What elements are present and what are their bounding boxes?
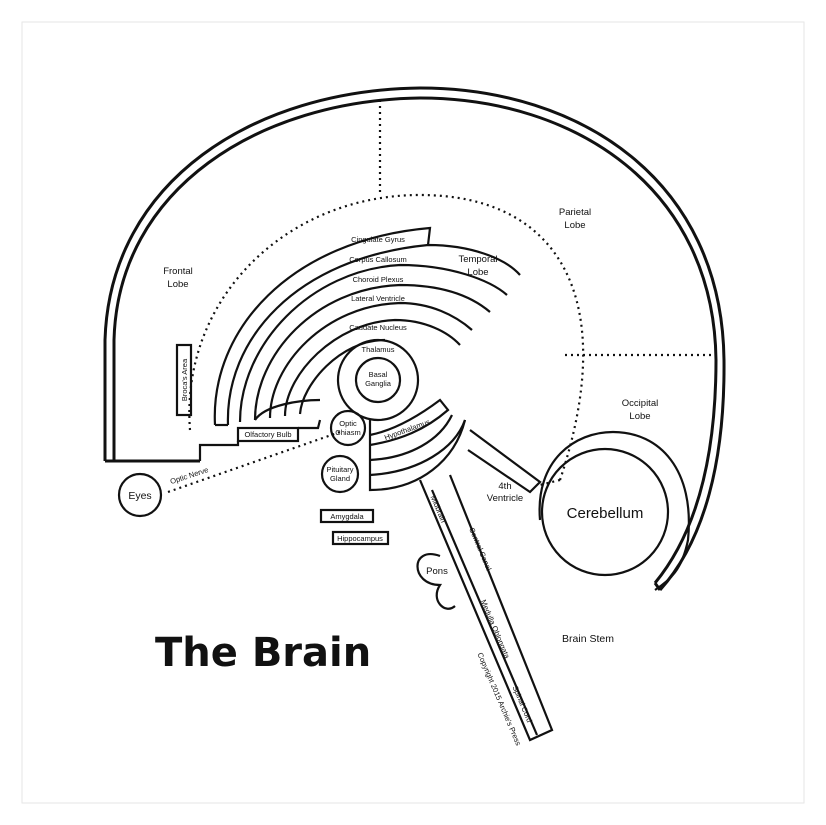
amygdala-label: Amygdala [330, 512, 364, 521]
olfactory-bulb-shape [198, 419, 322, 461]
pituitary-circle [320, 454, 360, 494]
skull-outline [103, 86, 726, 592]
pons-label: Pons [426, 566, 448, 577]
cingulate-gyrus-label: Cingulate Gyrus [351, 235, 405, 244]
lobe-dividers [188, 100, 715, 487]
olfactory-bulb-label: Olfactory Bulb [244, 430, 291, 439]
caudate-nucleus-label: Caudate Nucleus [349, 323, 407, 332]
brocas-area-box [175, 343, 193, 417]
cerebellum-label: Cerebellum [567, 505, 644, 522]
optic-nerve-line [167, 430, 341, 494]
brain-stem-shape [416, 429, 554, 742]
brocas-area-label: Broca's Area [180, 358, 189, 401]
poster-frame [21, 21, 805, 804]
thalamus-label: Thalamus [362, 345, 395, 354]
page-title: The Brain [155, 630, 371, 676]
cerebellum-inner [540, 447, 670, 577]
hippocampus-label: Hippocampus [337, 534, 383, 543]
limbic-rings [213, 226, 521, 492]
corpus-callosum-label: Corpus Callosum [349, 255, 407, 264]
brain-stem-label: Brain Stem [562, 633, 614, 645]
lateral-ventricle-label: Lateral Ventricle [351, 294, 405, 303]
optic-chiasm-circle [329, 409, 367, 447]
eye-circle [117, 472, 163, 518]
eyes-label: Eyes [128, 490, 151, 502]
cerebellum-outer [538, 430, 690, 591]
choroid-plexus-label: Choroid Plexus [353, 275, 404, 284]
amygdala-box [319, 508, 375, 524]
hippocampus-box [331, 530, 390, 546]
